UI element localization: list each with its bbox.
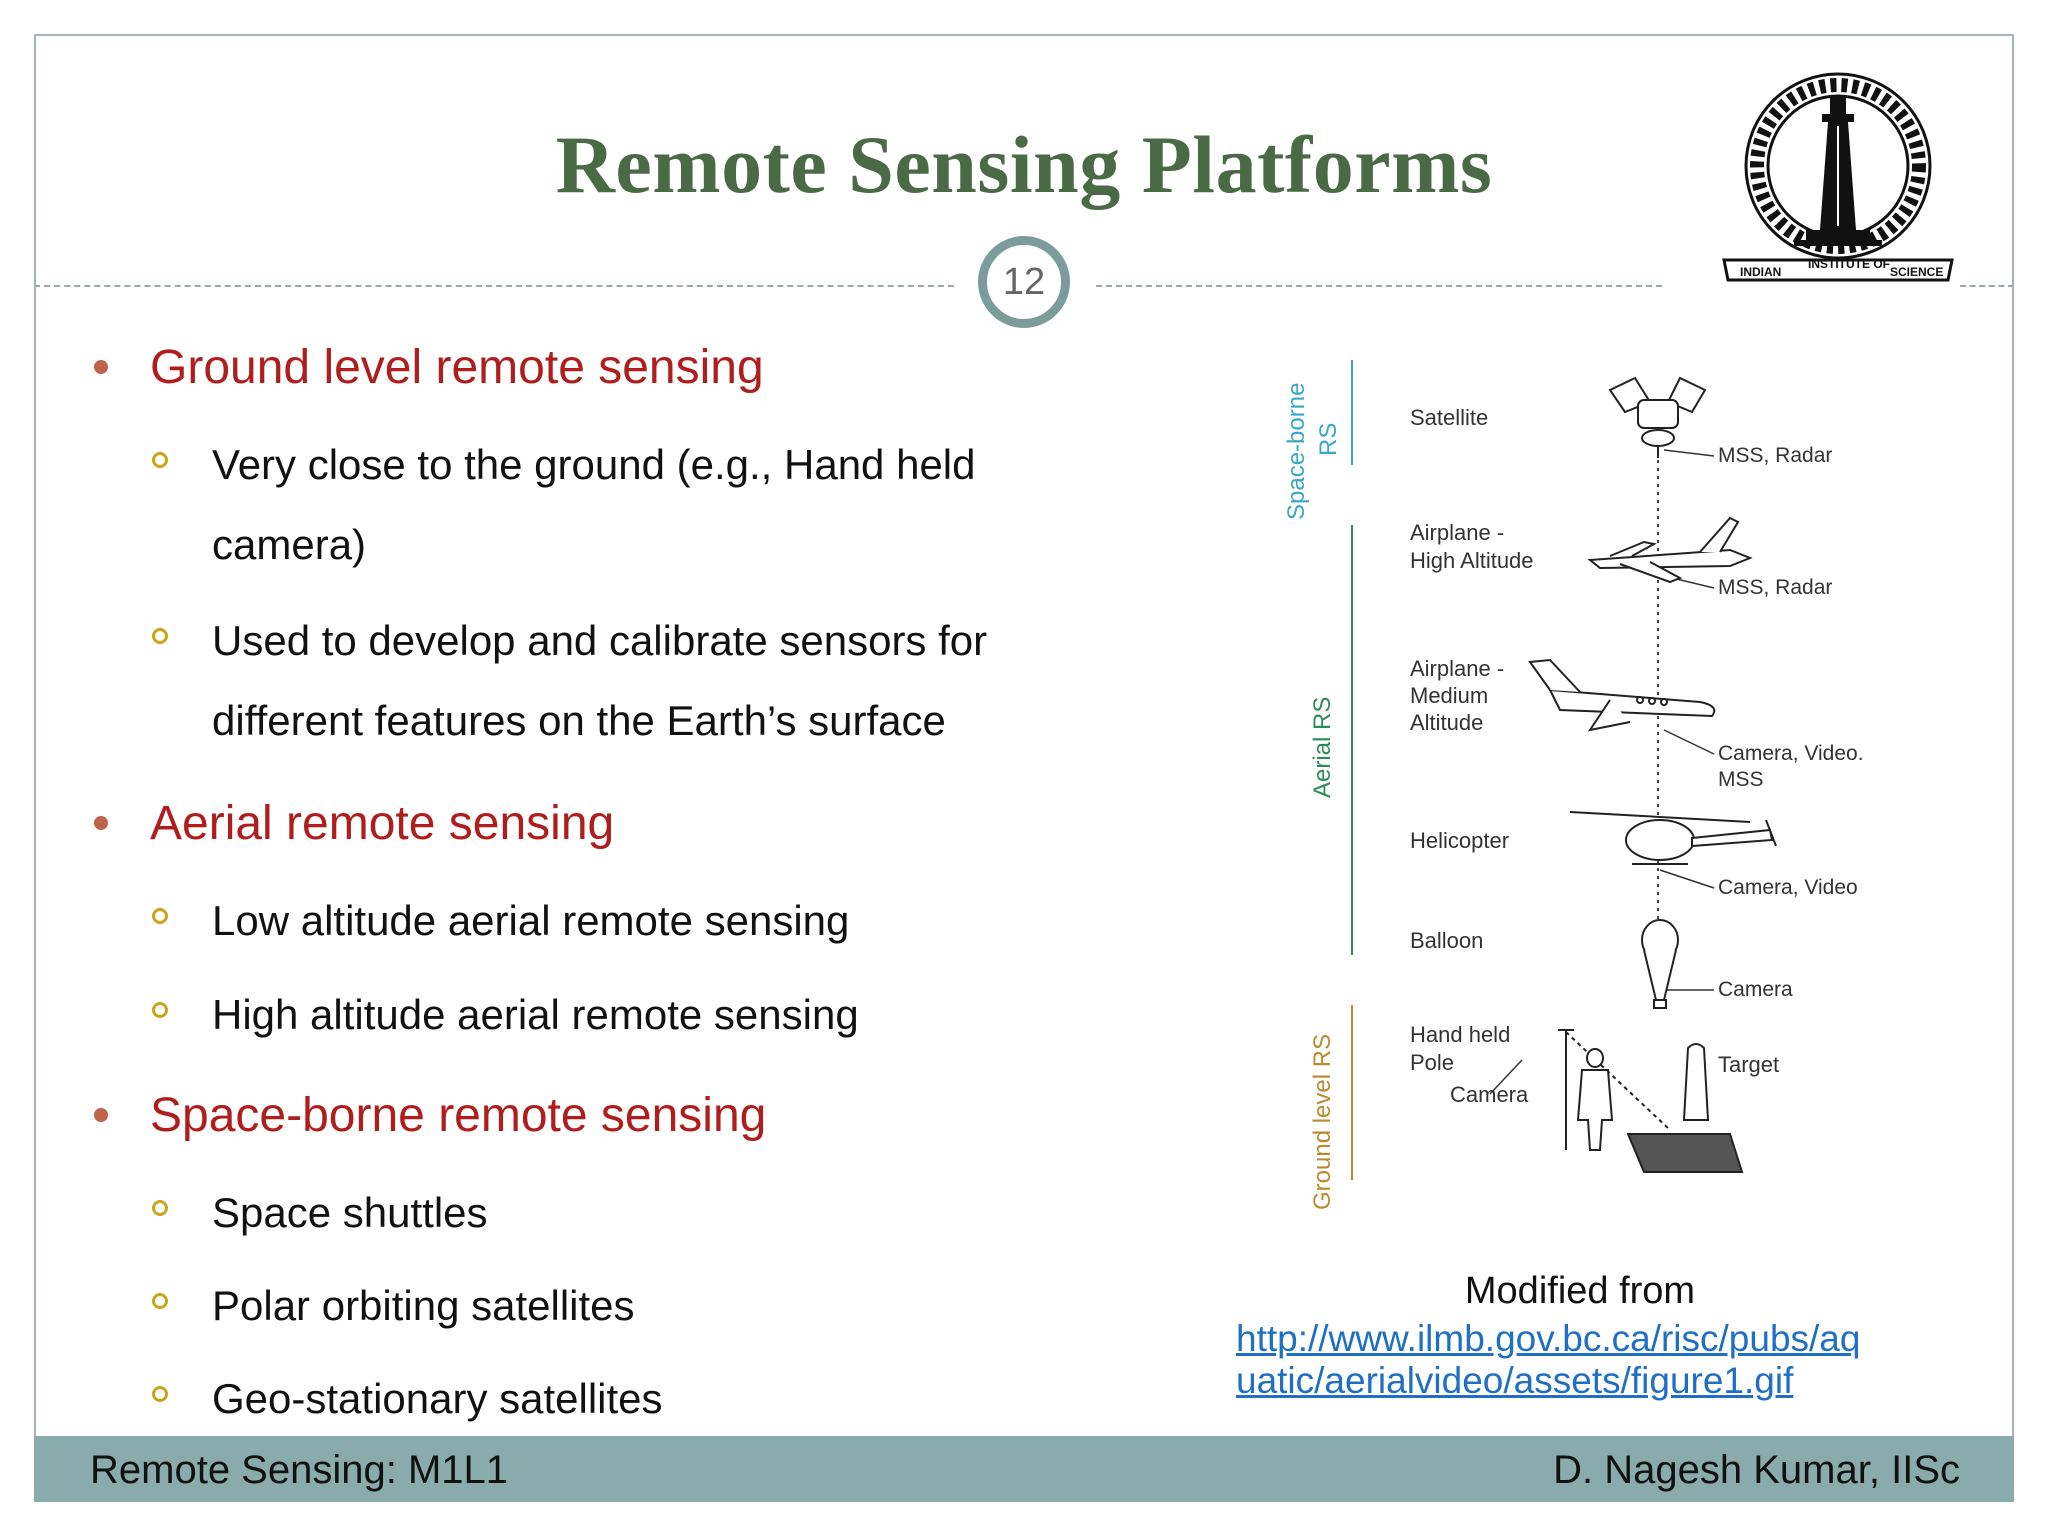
- bullet-aerial: Aerial remote sensing: [94, 796, 615, 851]
- label-airplane-high-1: Airplane -: [1410, 520, 1504, 545]
- ring-bullet-icon: [152, 908, 168, 924]
- label-airplane-med-1: Airplane -: [1410, 656, 1504, 681]
- label-pole: Pole: [1410, 1050, 1454, 1075]
- logo-text-indian: INDIAN: [1740, 265, 1781, 279]
- helicopter-icon: [1569, 811, 1777, 865]
- slide-number: 12: [978, 236, 1070, 328]
- footer-bar: Remote Sensing: M1L1 D. Nagesh Kumar, II…: [34, 1436, 2014, 1502]
- sensor-airplane-med-1: Camera, Video.: [1718, 742, 1864, 765]
- title-divider-right: [1096, 285, 1662, 287]
- label-balloon: Balloon: [1410, 928, 1483, 953]
- slide-title: Remote Sensing Platforms: [555, 119, 1493, 210]
- label-airplane-med-3: Altitude: [1410, 710, 1483, 735]
- platforms-figure: Space-borne RS Aerial RS Ground level RS…: [1283, 360, 1864, 1210]
- label-camera: Camera: [1450, 1082, 1529, 1107]
- band-label-aerial: Aerial RS: [1309, 697, 1336, 798]
- title-divider-far-right: [1960, 285, 2014, 287]
- balloon-icon: [1641, 919, 1679, 1009]
- sub-bullet: Low altitude aerial remote sensing: [152, 880, 849, 962]
- ring-bullet-icon: [152, 1293, 168, 1309]
- band-label-space-rs: RS: [1315, 423, 1342, 456]
- bullet-dot-icon: [94, 360, 108, 374]
- ring-bullet-icon: [152, 452, 168, 468]
- band-label-ground: Ground level RS: [1309, 1034, 1336, 1210]
- sensor-satellite: MSS, Radar: [1718, 444, 1832, 467]
- ring-bullet-icon: [152, 628, 168, 644]
- bullet-space-borne: Space-borne remote sensing: [94, 1088, 767, 1143]
- sub-bullet-continuation: camera): [212, 521, 367, 568]
- sub-bullet: High altitude aerial remote sensing: [152, 974, 859, 1056]
- airplane-high-icon: [1587, 516, 1753, 584]
- bullet-dot-icon: [94, 1108, 108, 1122]
- credit-label: Modified from: [1464, 1270, 1696, 1312]
- label-helicopter: Helicopter: [1410, 828, 1509, 853]
- band-label-space: Space-borne: [1283, 383, 1310, 520]
- ring-bullet-icon: [152, 1386, 168, 1402]
- ground-scene-icon: [1558, 1029, 1744, 1173]
- sub-bullet-continuation: different features on the Earth’s surfac…: [212, 697, 946, 744]
- ring-bullet-icon: [152, 1002, 168, 1018]
- bullet-ground-level: Ground level remote sensing: [94, 340, 764, 395]
- credit-link-line-1[interactable]: http://www.ilmb.gov.bc.ca/risc/pubs/aq: [1236, 1318, 1861, 1359]
- satellite-icon: [1608, 376, 1707, 458]
- sensor-airplane-high: MSS, Radar: [1718, 576, 1832, 599]
- sub-bullet: Geo-stationary satellites: [152, 1358, 663, 1440]
- iisc-logo: INDIAN INSTITUTE OF SCIENCE: [1722, 72, 1954, 282]
- bullet-label: Aerial remote sensing: [150, 797, 615, 850]
- label-airplane-high-2: High Altitude: [1410, 548, 1534, 573]
- sensor-helicopter: Camera, Video: [1718, 876, 1858, 899]
- airplane-medium-icon: [1528, 658, 1716, 732]
- logo-text-institute: INSTITUTE OF: [1808, 257, 1890, 271]
- label-airplane-med-2: Medium: [1410, 683, 1488, 708]
- sub-bullet: Polar orbiting satellites: [152, 1265, 635, 1347]
- label-satellite: Satellite: [1410, 405, 1488, 430]
- footer-author: D. Nagesh Kumar, IISc: [1553, 1448, 1960, 1492]
- credit-link[interactable]: http://www.ilmb.gov.bc.ca/risc/pubs/aq u…: [1236, 1318, 1956, 1402]
- bullet-dot-icon: [94, 816, 108, 830]
- bullet-label: Space-borne remote sensing: [150, 1089, 767, 1142]
- ring-bullet-icon: [152, 1200, 168, 1216]
- label-target: Target: [1718, 1052, 1779, 1077]
- bullet-label: Ground level remote sensing: [150, 341, 764, 394]
- sub-bullet: Space shuttles: [152, 1172, 488, 1254]
- logo-text-science: SCIENCE: [1890, 265, 1943, 279]
- label-handheld: Hand held: [1410, 1022, 1510, 1047]
- sensor-balloon: Camera: [1718, 978, 1793, 1001]
- credit-link-line-2[interactable]: uatic/aerialvideo/assets/figure1.gif: [1236, 1360, 1794, 1401]
- sub-bullet: Very close to the ground (e.g., Hand hel…: [152, 424, 976, 506]
- sensor-airplane-med-2: MSS: [1718, 768, 1764, 791]
- footer-course: Remote Sensing: M1L1: [90, 1448, 509, 1492]
- title-divider-left: [34, 285, 954, 287]
- sub-bullet: Used to develop and calibrate sensors fo…: [152, 600, 987, 682]
